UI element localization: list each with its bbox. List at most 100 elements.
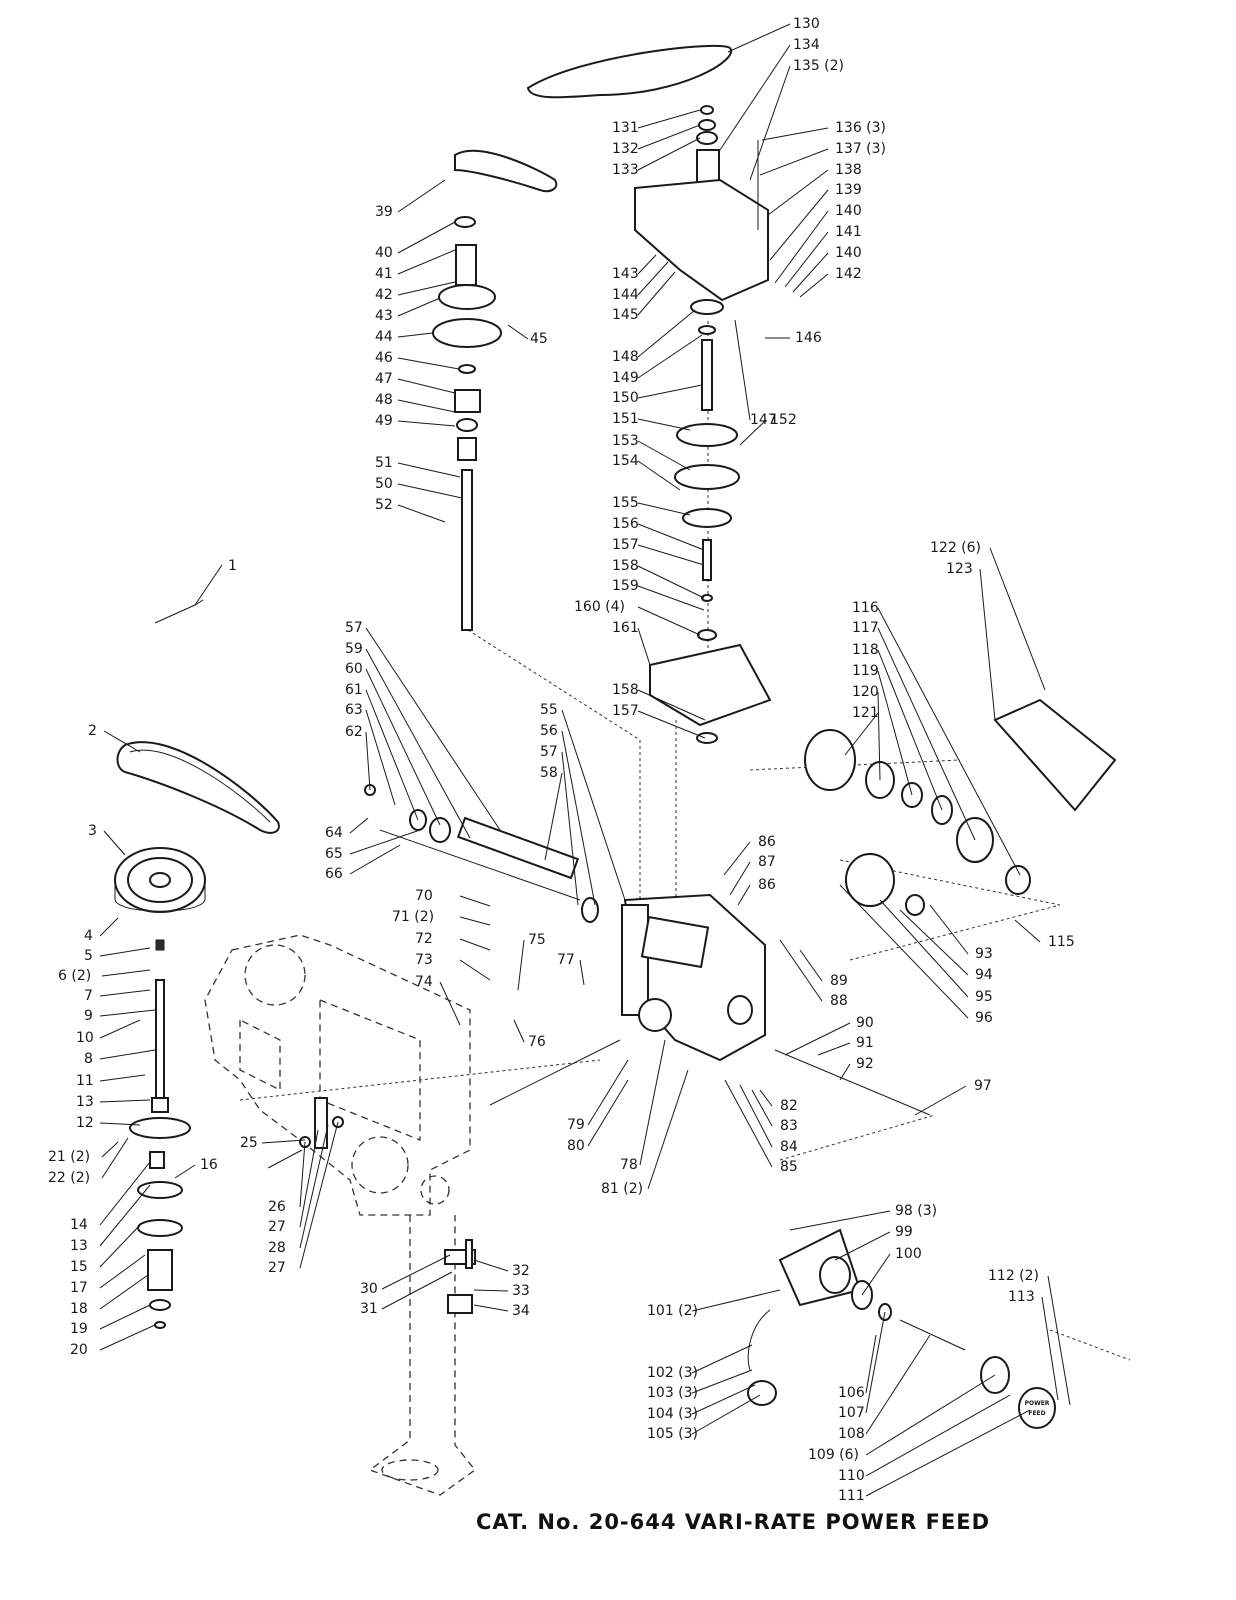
leader-line-61 xyxy=(365,689,419,821)
part-callout-157b: 157 xyxy=(612,703,639,719)
part-callout-110: 110 xyxy=(838,1468,865,1484)
leader-line-99 xyxy=(834,1231,891,1261)
leader-line-41 xyxy=(397,249,456,275)
part-callout-148: 148 xyxy=(612,349,639,365)
part-callout-51: 51 xyxy=(375,455,393,471)
part-callout-99: 99 xyxy=(895,1224,913,1240)
part-callout-5: 5 xyxy=(84,948,93,964)
part-callout-86b: 86 xyxy=(758,877,776,893)
leader-line-140a xyxy=(774,210,829,284)
part-callout-156: 156 xyxy=(612,516,639,532)
leader-line-64 xyxy=(349,817,369,834)
part-callout-130: 130 xyxy=(793,16,820,32)
leader-line-33 xyxy=(473,1289,509,1292)
part-callout-28: 28 xyxy=(268,1240,286,1256)
leader-line-90 xyxy=(784,1022,851,1056)
leader-line-155 xyxy=(637,502,691,516)
part-callout-33: 33 xyxy=(512,1283,530,1299)
leader-line-27b xyxy=(299,1121,339,1269)
part-callout-3: 3 xyxy=(88,823,97,839)
leader-line-110 xyxy=(865,1394,1011,1477)
leader-line-7 xyxy=(99,989,151,997)
leader-line-50 xyxy=(397,483,463,499)
part-callout-6: 6 (2) xyxy=(58,968,91,984)
leader-line-58 xyxy=(544,772,563,861)
leader-line-95 xyxy=(879,899,969,998)
part-callout-40: 40 xyxy=(375,245,393,261)
part-callout-146: 146 xyxy=(795,330,822,346)
part-callout-7: 7 xyxy=(84,988,93,1004)
part-callout-132: 132 xyxy=(612,141,639,157)
leader-line-121 xyxy=(844,712,879,756)
leader-line-79 xyxy=(587,1059,629,1126)
leader-line-91 xyxy=(817,1042,851,1056)
leader-line-152 xyxy=(739,419,767,446)
part-callout-31: 31 xyxy=(360,1301,378,1317)
leader-line-130 xyxy=(727,23,791,53)
part-callout-118: 118 xyxy=(852,642,879,658)
leader-line-147 xyxy=(734,319,751,421)
leader-line-117 xyxy=(877,627,976,841)
part-callout-52: 52 xyxy=(375,497,393,513)
part-callout-49: 49 xyxy=(375,413,393,429)
leader-line-142 xyxy=(799,273,829,298)
leader-line-158b xyxy=(637,689,706,721)
part-callout-61: 61 xyxy=(345,682,363,698)
part-callout-66: 66 xyxy=(325,866,343,882)
part-callout-75: 75 xyxy=(528,932,546,948)
leader-line-20 xyxy=(99,1324,156,1351)
part-callout-155: 155 xyxy=(612,495,639,511)
part-callout-108: 108 xyxy=(838,1426,865,1442)
part-callout-111: 111 xyxy=(838,1488,865,1504)
part-callout-50: 50 xyxy=(375,476,393,492)
part-callout-10: 10 xyxy=(76,1030,94,1046)
leader-line-103 xyxy=(691,1369,753,1394)
leader-line-59 xyxy=(365,648,471,839)
leader-line-13b xyxy=(99,1184,151,1247)
leader-line-5 xyxy=(99,947,151,957)
part-callout-103: 103 (3) xyxy=(647,1385,698,1401)
part-callout-93: 93 xyxy=(975,946,993,962)
part-callout-44: 44 xyxy=(375,329,393,345)
part-callout-20: 20 xyxy=(70,1342,88,1358)
part-callout-72: 72 xyxy=(415,931,433,947)
leader-line-11 xyxy=(99,1074,146,1082)
leader-line-92 xyxy=(839,1063,851,1081)
leader-line-87 xyxy=(729,861,751,896)
leader-line-8 xyxy=(99,1049,156,1060)
dial-text-power: POWER xyxy=(1025,1400,1050,1407)
leader-line-57b xyxy=(561,751,579,906)
part-callout-91: 91 xyxy=(856,1035,874,1051)
leader-line-158a xyxy=(637,565,705,599)
part-callout-45: 45 xyxy=(530,331,548,347)
part-callout-82: 82 xyxy=(780,1098,798,1114)
part-callout-59: 59 xyxy=(345,641,363,657)
part-callout-70: 70 xyxy=(415,888,433,904)
part-callout-131: 131 xyxy=(612,120,639,136)
leader-line-17 xyxy=(99,1254,146,1289)
leader-line-57a xyxy=(365,627,501,831)
leader-line-86a xyxy=(723,841,751,876)
part-callout-32: 32 xyxy=(512,1263,530,1279)
leader-line-21 xyxy=(101,1141,119,1158)
part-callout-158a: 158 xyxy=(612,558,639,574)
leader-line-132 xyxy=(637,124,701,150)
part-callout-147: 147 xyxy=(750,412,777,428)
leader-line-108 xyxy=(865,1334,931,1435)
leader-line-27a xyxy=(299,1129,319,1228)
power-feed-dial[interactable]: POWER FEED xyxy=(1018,1387,1056,1429)
leader-line-138 xyxy=(767,169,829,216)
leader-line-65 xyxy=(349,829,421,855)
leader-line-96 xyxy=(839,884,969,1019)
leader-line-93 xyxy=(929,904,969,955)
part-callout-1: 1 xyxy=(228,558,237,574)
part-callout-42: 42 xyxy=(375,287,393,303)
part-callout-65: 65 xyxy=(325,846,343,862)
part-callout-13b: 13 xyxy=(70,1238,88,1254)
part-callout-123: 123 xyxy=(946,561,973,577)
leader-line-135 xyxy=(749,65,791,181)
part-callout-41: 41 xyxy=(375,266,393,282)
leader-line-83 xyxy=(751,1089,773,1127)
part-callout-94: 94 xyxy=(975,967,993,983)
left-drive-stack xyxy=(114,741,280,1329)
